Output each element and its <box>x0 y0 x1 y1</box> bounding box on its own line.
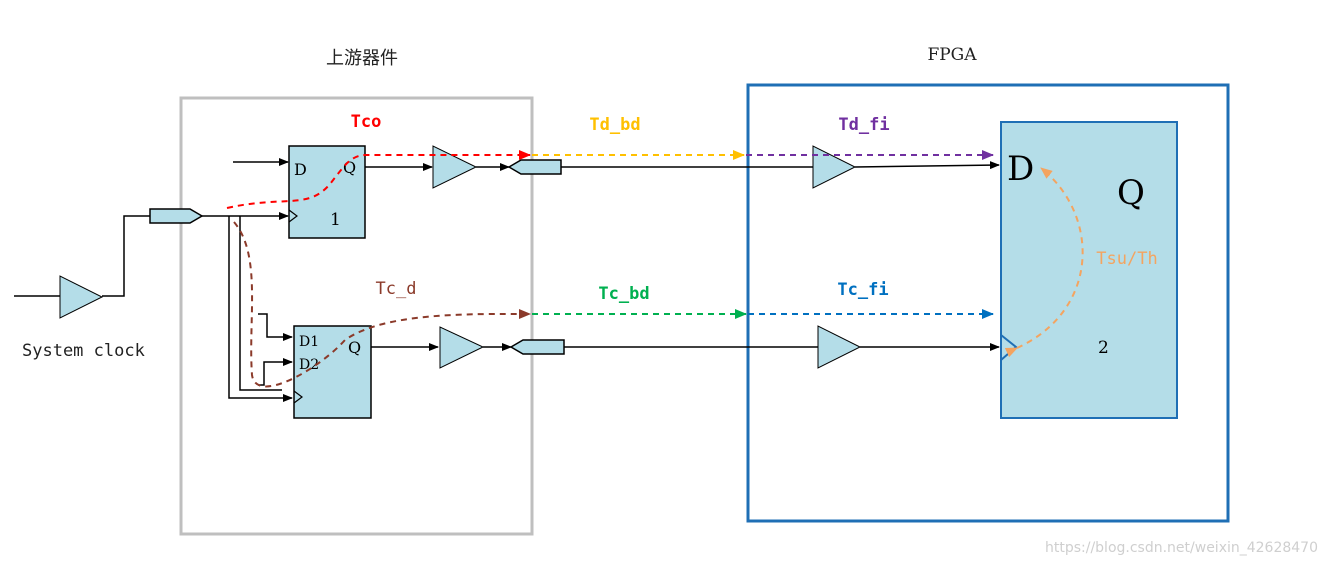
td-bd-label: Td_bd <box>589 115 640 135</box>
clk-to-ff2-wire <box>228 216 293 402</box>
ff1-number: 1 <box>330 210 341 230</box>
ff2-output-buffer <box>439 326 485 369</box>
fpga-label: FPGA <box>927 45 977 65</box>
ff2-q-pin: Q <box>348 338 361 357</box>
fpga-register-q-pin: Q <box>1117 173 1145 213</box>
ff2-d1-pin: D1 <box>299 334 319 350</box>
clock-out-io-pad <box>509 339 565 355</box>
tco-label: Tco <box>351 112 382 132</box>
tc-d-path <box>233 221 531 388</box>
sysclk-wire <box>102 215 150 297</box>
ff1-q-pin: Q <box>343 158 356 177</box>
tco-path <box>226 150 531 209</box>
watermark: https://blog.csdn.net/weixin_42628470 <box>1045 540 1318 556</box>
ff2-d2-pin: D2 <box>299 357 319 373</box>
fpga-clock-buffer <box>817 325 862 369</box>
ff1-clk-triangle <box>288 209 298 223</box>
ff1-d-pin: D <box>294 160 307 179</box>
ff1-box <box>288 145 366 239</box>
fpga-register-number: 2 <box>1098 338 1109 358</box>
sysclk-buffer <box>59 275 104 319</box>
fpga-data-buffer <box>812 145 857 189</box>
fpga-box <box>746 83 1230 523</box>
tc-d-label: Tc_d <box>376 279 417 299</box>
system-clock-label: System clock <box>22 341 145 361</box>
tsu-th-label: Tsu/Th <box>1096 249 1157 269</box>
data-io-pad <box>507 159 562 175</box>
upstream-device-label: 上游器件 <box>326 48 398 69</box>
clk-to-ff2-wire-2 <box>239 216 282 391</box>
clock-io-pad <box>149 208 204 224</box>
ff2-d2-wire <box>258 358 293 386</box>
ff1-output-buffer <box>432 145 478 189</box>
ff2-clk-triangle <box>293 390 303 404</box>
fpga-data-wire <box>854 161 1000 170</box>
tc-bd-label: Tc_bd <box>598 284 649 304</box>
upstream-device-box <box>179 96 534 536</box>
tsu-th-arc <box>1004 167 1084 358</box>
td-fi-label: Td_fi <box>838 115 889 135</box>
tc-fi-label: Tc_fi <box>837 280 888 300</box>
fpga-register-d-pin: D <box>1007 149 1034 189</box>
ff2-d1-wire <box>258 313 293 341</box>
